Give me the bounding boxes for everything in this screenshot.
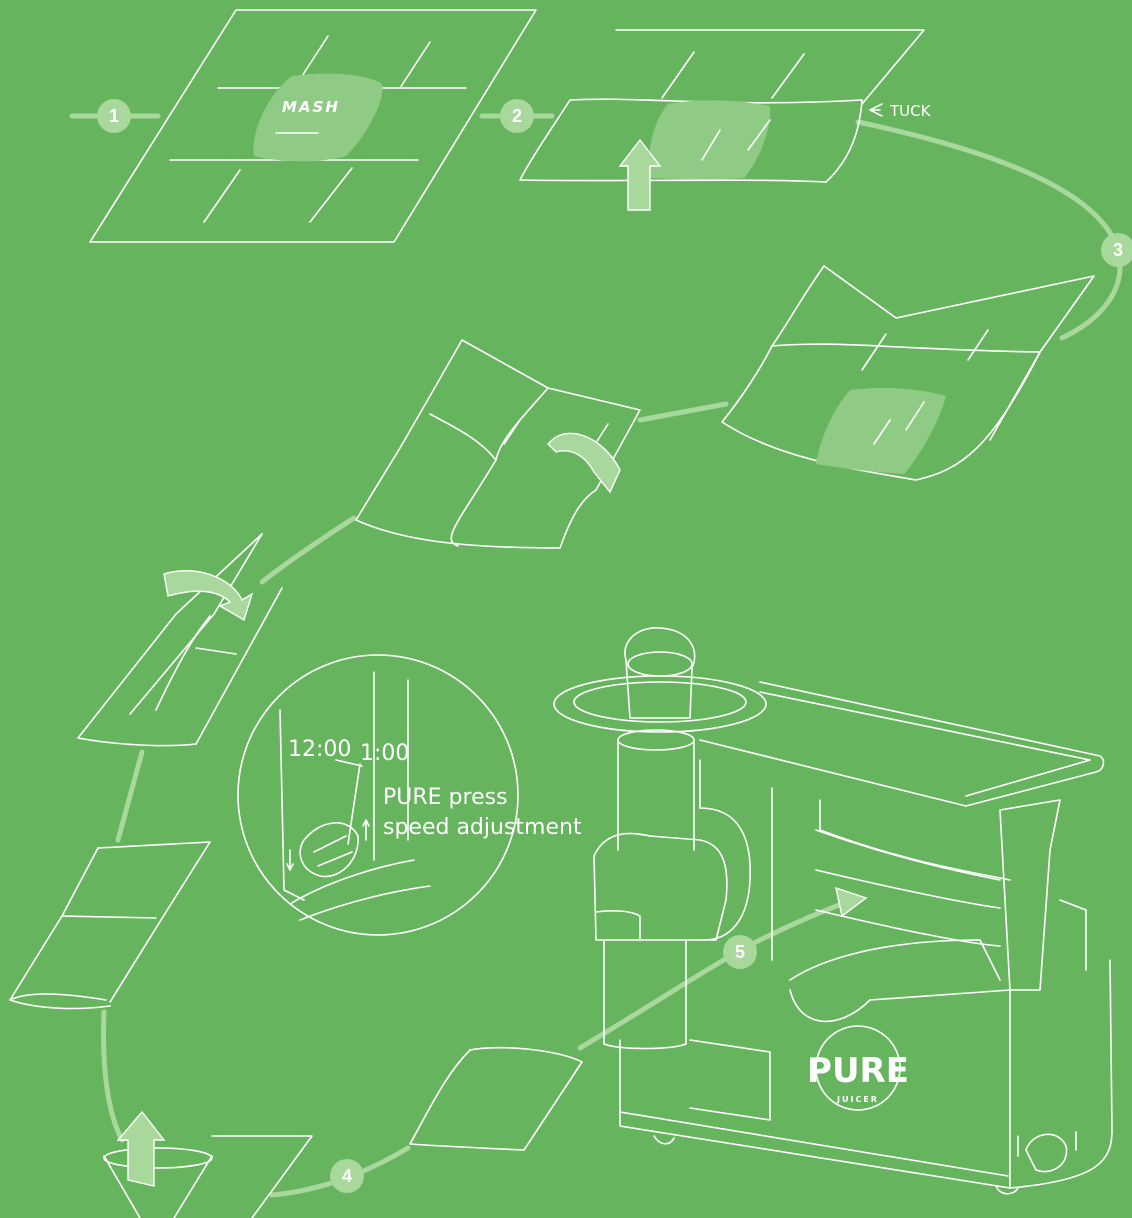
- svg-text:4: 4: [342, 1166, 352, 1186]
- process-path: [72, 116, 1120, 1195]
- svg-text:5: 5: [735, 942, 745, 962]
- step3-roll: [78, 534, 282, 746]
- detail-caption-line2: speed adjustment: [383, 815, 582, 840]
- pure-logo: PURE: [807, 1051, 909, 1091]
- pure-logo-sub: JUICER: [836, 1095, 879, 1104]
- mash-pile: [253, 74, 382, 162]
- step-badge-4: 4: [330, 1159, 364, 1193]
- speed-adjustment-detail: 12:00 1:00 PURE press speed adjustment: [238, 655, 582, 935]
- tuck-label: TUCK: [889, 102, 932, 120]
- mash-label: MASH: [282, 98, 340, 116]
- step-badge-5: 5: [723, 935, 757, 969]
- step3-fold: [722, 266, 1094, 480]
- step-badge-3: 3: [1101, 233, 1132, 267]
- step-badge-1: 1: [97, 99, 131, 133]
- fold-side-arrow: [548, 433, 620, 492]
- step2-sheet: TUCK: [520, 30, 932, 210]
- step3-side-fold: [356, 340, 640, 548]
- step-badge-2: 2: [500, 99, 534, 133]
- step1-sheet: MASH: [90, 10, 536, 242]
- detail-caption-line1: PURE press: [383, 785, 508, 810]
- svg-text:3: 3: [1113, 240, 1123, 260]
- step3-flat-roll: [10, 842, 210, 1008]
- insert-arrow: [118, 1112, 164, 1186]
- pure-juicer: PURE JUICER: [554, 628, 1112, 1194]
- svg-text:1: 1: [109, 106, 119, 126]
- time-1200-label: 12:00: [288, 737, 351, 762]
- svg-text:2: 2: [512, 106, 522, 126]
- time-100-label: 1:00: [360, 741, 409, 766]
